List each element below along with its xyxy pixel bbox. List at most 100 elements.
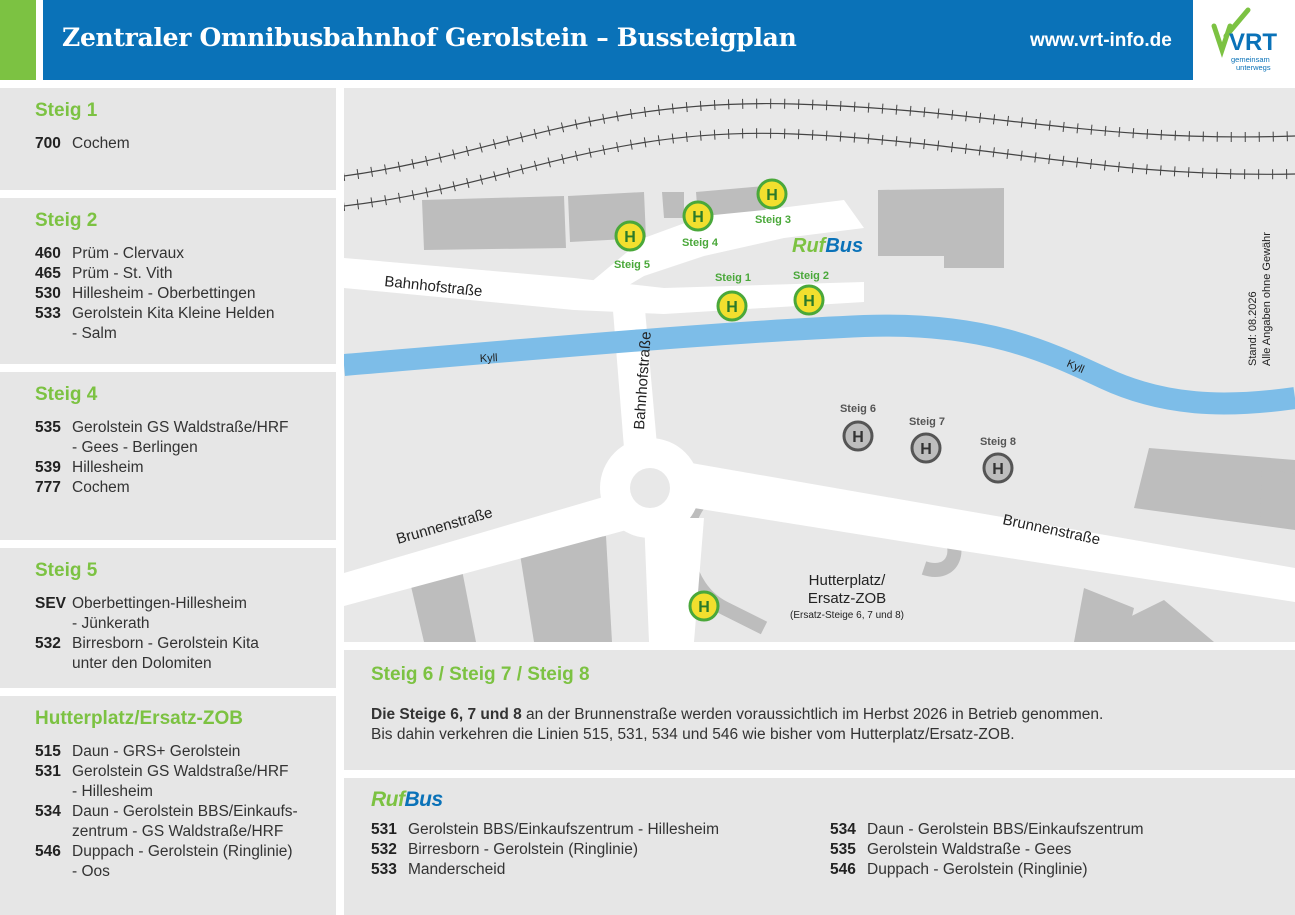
panel-steig-4: Steig 4 535 Gerolstein GS Waldstraße/HRF … [0, 372, 336, 540]
stop-steig-3: H Steig 3 [755, 178, 791, 226]
line-destination: Prüm - Clervaux [72, 245, 184, 262]
line-number: 535 [830, 841, 856, 858]
line-number: 533 [35, 305, 61, 322]
website-link[interactable]: www.vrt-info.de [1030, 30, 1172, 51]
panel-title: Steig 4 [35, 384, 98, 405]
line-number: 535 [35, 419, 61, 436]
stop-label: Steig 1 [715, 272, 751, 284]
svg-text:H: H [698, 599, 710, 616]
panel-steig-1: Steig 1 700 Cochem [0, 88, 336, 190]
line-row: 535 Gerolstein GS Waldstraße/HRF - Gees -… [35, 418, 336, 458]
line-destination: Gerolstein Waldstraße - Gees [867, 841, 1072, 858]
line-row: 700 Cochem [35, 134, 336, 154]
stop-steig-4: H Steig 4 [682, 200, 719, 249]
panel-title: Steig 2 [35, 210, 98, 231]
stop-steig-2: H Steig 2 [793, 270, 829, 316]
line-row: 532 Birresborn - Gerolstein Kita unter de… [35, 634, 336, 674]
stop-label: Steig 8 [980, 436, 1016, 448]
line-number: 531 [371, 821, 397, 838]
line-destination: Oberbettingen-Hillesheim - Jünkerath [72, 595, 247, 632]
line-number: 465 [35, 265, 61, 282]
line-destination: Cochem [72, 479, 130, 496]
vrt-logo: VRT gemeinsam unterwegs [1200, 6, 1290, 76]
line-number: 539 [35, 459, 61, 476]
hutterplatz-label: Ersatz-ZOB [808, 590, 886, 607]
info-text-1: an der Brunnenstraße werden voraussichtl… [521, 706, 1104, 723]
line-destination: Cochem [72, 135, 130, 152]
hutterplatz-note: (Ersatz-Steige 6, 7 und 8) [790, 610, 904, 621]
stop-label: Steig 3 [755, 214, 791, 226]
info-box-steig-6-7-8: Steig 6 / Steig 7 / Steig 8 Die Steige 6… [344, 650, 1295, 770]
svg-text:H: H [992, 461, 1004, 478]
stop-label: Steig 6 [840, 403, 876, 415]
stop-steig-7: H Steig 7 [909, 416, 945, 464]
line-number: 534 [830, 821, 856, 838]
stop-label: Steig 2 [793, 270, 829, 282]
line-destination: Prüm - St. Vith [72, 265, 173, 282]
line-row: 465 Prüm - St. Vith [35, 264, 336, 284]
line-number: 530 [35, 285, 61, 302]
line-destination: Daun - Gerolstein BBS/Einkaufszentrum [867, 821, 1144, 838]
line-number: 531 [35, 763, 61, 780]
river-label: Kyll [480, 352, 498, 365]
line-number: 777 [35, 479, 61, 496]
line-destination: Gerolstein GS Waldstraße/HRF - Gees - Be… [72, 419, 289, 456]
rufbus-map-label: RufBus [792, 235, 863, 257]
svg-text:H: H [803, 293, 815, 310]
info-title: Steig 6 / Steig 7 / Steig 8 [371, 664, 590, 685]
panel-title: Hutterplatz/Ersatz-ZOB [35, 708, 243, 729]
line-row: 531 Gerolstein GS Waldstraße/HRF - Hilles… [35, 762, 336, 802]
line-row: 534 Daun - Gerolstein BBS/Einkaufs- zentr… [35, 802, 336, 842]
stop-steig-1: H Steig 1 [715, 272, 751, 322]
line-row: 531 Gerolstein BBS/Einkaufszentrum - Hill… [371, 820, 719, 840]
bus-platform [584, 200, 864, 288]
line-number: 700 [35, 135, 61, 152]
line-destination: Duppach - Gerolstein (Ringlinie) - Oos [72, 843, 293, 880]
logo-tagline-2: unterwegs [1236, 63, 1271, 72]
info-text: Die Steige 6, 7 und 8 an der Brunnenstra… [371, 705, 1295, 745]
page-title: Zentraler Omnibusbahnhof Gerolstein – Bu… [62, 23, 797, 52]
stop-steig-5: H Steig 5 [614, 220, 650, 271]
header-bar [43, 0, 1193, 80]
line-row: 546 Duppach - Gerolstein (Ringlinie) [830, 860, 1144, 880]
line-number: 533 [371, 861, 397, 878]
line-destination: Duppach - Gerolstein (Ringlinie) [867, 861, 1088, 878]
line-destination: Gerolstein GS Waldstraße/HRF - Hilleshei… [72, 763, 289, 800]
rufbus-logo: RufBus [371, 788, 443, 811]
disclaimer: Alle Angaben ohne Gewähr [1261, 232, 1273, 366]
rufbus-lines-left: 531 Gerolstein BBS/Einkaufszentrum - Hill… [371, 820, 719, 880]
stop-label: Steig 5 [614, 259, 650, 271]
panel-title: Steig 5 [35, 560, 98, 581]
line-destination: Gerolstein BBS/Einkaufszentrum - Hillesh… [408, 821, 719, 838]
info-text-2: Bis dahin verkehren die Linien 515, 531,… [371, 726, 1015, 743]
svg-text:H: H [852, 429, 864, 446]
line-number: 515 [35, 743, 61, 760]
river-kyll [344, 314, 1295, 415]
line-number: 546 [830, 861, 856, 878]
svg-text:H: H [766, 187, 778, 204]
hutterplatz-label: Hutterplatz/ [809, 572, 887, 589]
logo-tagline-1: gemeinsam [1231, 55, 1270, 64]
line-number: 532 [35, 635, 61, 652]
svg-text:H: H [624, 229, 636, 246]
line-destination: Daun - Gerolstein BBS/Einkaufs- zentrum … [72, 803, 298, 840]
svg-text:H: H [920, 441, 932, 458]
rufbus-lines-right: 534 Daun - Gerolstein BBS/Einkaufszentrum… [830, 820, 1144, 880]
line-row: 777 Cochem [35, 478, 336, 498]
panel-title: Steig 1 [35, 100, 98, 121]
line-row: 534 Daun - Gerolstein BBS/Einkaufszentrum [830, 820, 1144, 840]
line-number: 534 [35, 803, 61, 820]
svg-text:H: H [692, 209, 704, 226]
line-destination: Birresborn - Gerolstein (Ringlinie) [408, 841, 638, 858]
line-destination: Birresborn - Gerolstein Kita unter den D… [72, 635, 259, 672]
stand-date: Stand: 08.2026 [1247, 291, 1259, 366]
